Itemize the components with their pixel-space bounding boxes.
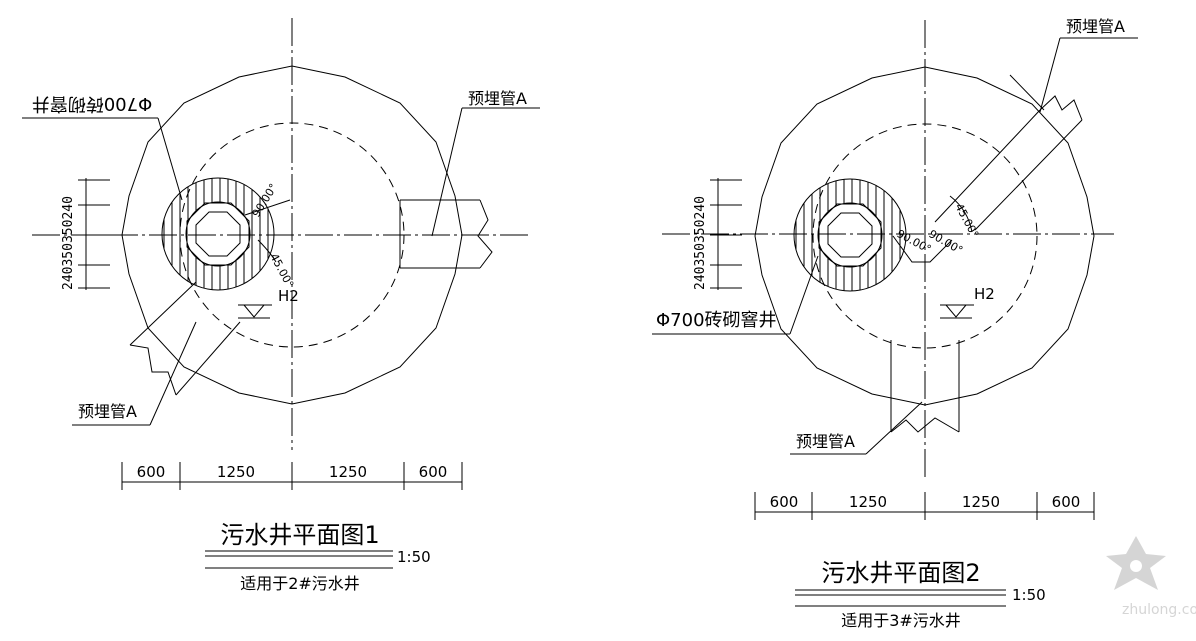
angle-arc-45 bbox=[949, 195, 973, 233]
svg-text:1250: 1250 bbox=[849, 493, 887, 511]
embedded-pipe-right bbox=[399, 199, 493, 269]
pipe-label-top: 预埋管A bbox=[1039, 17, 1138, 113]
vertical-dimension: 240350350240 bbox=[693, 178, 742, 290]
bend-profile bbox=[892, 235, 953, 263]
svg-text:600: 600 bbox=[770, 493, 799, 511]
svg-text:污水井平面图2: 污水井平面图2 bbox=[821, 559, 980, 587]
embedded-pipe-top-right bbox=[934, 74, 1083, 231]
svg-text:600: 600 bbox=[137, 463, 166, 481]
svg-text:Φ700砖砌窨井: Φ700砖砌窨井 bbox=[656, 310, 777, 331]
pipe-label-bottom: 预埋管A bbox=[72, 321, 197, 426]
svg-text:1250: 1250 bbox=[217, 463, 255, 481]
manhole-label: Φ700砖砌窨井 bbox=[22, 93, 183, 201]
svg-text:H2: H2 bbox=[278, 287, 299, 305]
watermark: zhulong.com bbox=[1106, 536, 1196, 618]
svg-text:预埋管A: 预埋管A bbox=[78, 402, 137, 421]
svg-text:600: 600 bbox=[419, 463, 448, 481]
outer-well-outline bbox=[754, 66, 1095, 406]
svg-text:H2: H2 bbox=[974, 285, 995, 303]
brick-ring-outer bbox=[161, 177, 275, 291]
angle-label-90b: 90.00° bbox=[927, 227, 966, 257]
watermark-logo-icon bbox=[1106, 536, 1166, 590]
octagon-manhole bbox=[186, 202, 250, 266]
horizontal-dimension: 600 1250 1250 600 bbox=[121, 462, 463, 490]
octagon-manhole-inner bbox=[827, 212, 873, 258]
vertical-dimension: 240350350240 bbox=[61, 178, 110, 290]
angle-arc-45 bbox=[257, 239, 277, 263]
title-block-2: 污水井平面图2 1:50 适用于3#污水井 bbox=[795, 559, 1046, 630]
svg-text:预埋管A: 预埋管A bbox=[468, 89, 527, 108]
level-mark-h2: H2 bbox=[940, 285, 995, 319]
embedded-pipe-bottom bbox=[890, 340, 960, 433]
svg-text:适用于3#污水井: 适用于3#污水井 bbox=[841, 611, 961, 630]
embedded-pipe-bottom-left bbox=[129, 281, 241, 396]
horizontal-dimension: 600 1250 1250 600 bbox=[754, 492, 1095, 520]
plan-drawing-1: 90.00° 45.00° H2 240350350240 bbox=[22, 18, 540, 593]
angle-arc-90 bbox=[244, 199, 291, 216]
pipe-label-top: 预埋管A bbox=[431, 89, 540, 237]
svg-text:240350350240: 240350350240 bbox=[693, 196, 708, 290]
svg-text:1250: 1250 bbox=[962, 493, 1000, 511]
watermark-text: zhulong.com bbox=[1122, 602, 1196, 618]
svg-text:污水井平面图1: 污水井平面图1 bbox=[220, 521, 379, 549]
svg-text:预埋管A: 预埋管A bbox=[1066, 17, 1125, 36]
manhole-label: Φ700砖砌窨井 bbox=[652, 255, 819, 335]
brick-ring-inner bbox=[817, 202, 883, 268]
angle-label-90: 90.00° bbox=[250, 181, 281, 219]
svg-text:240350350240: 240350350240 bbox=[61, 196, 76, 290]
plan-drawing-2: 90.00° 90.00° 45.00° H2 240350350240 600 bbox=[652, 17, 1138, 630]
svg-text:Φ700砖砌窨井: Φ700砖砌窨井 bbox=[32, 93, 153, 114]
brick-ring-outer bbox=[793, 178, 907, 292]
level-mark-h2: H2 bbox=[238, 287, 299, 319]
svg-text:1:50: 1:50 bbox=[397, 548, 431, 566]
octagon-manhole-inner bbox=[195, 211, 241, 257]
pipe-label-bottom: 预埋管A bbox=[790, 401, 923, 455]
svg-text:1250: 1250 bbox=[329, 463, 367, 481]
svg-text:适用于2#污水井: 适用于2#污水井 bbox=[240, 574, 360, 593]
brick-ring-hatch bbox=[795, 179, 901, 291]
svg-text:1:50: 1:50 bbox=[1012, 586, 1046, 604]
svg-text:600: 600 bbox=[1052, 493, 1081, 511]
brick-ring-inner bbox=[185, 201, 251, 267]
title-block-1: 污水井平面图1 1:50 适用于2#污水井 bbox=[205, 521, 431, 593]
octagon-manhole bbox=[818, 203, 882, 267]
svg-text:预埋管A: 预埋管A bbox=[796, 432, 855, 451]
